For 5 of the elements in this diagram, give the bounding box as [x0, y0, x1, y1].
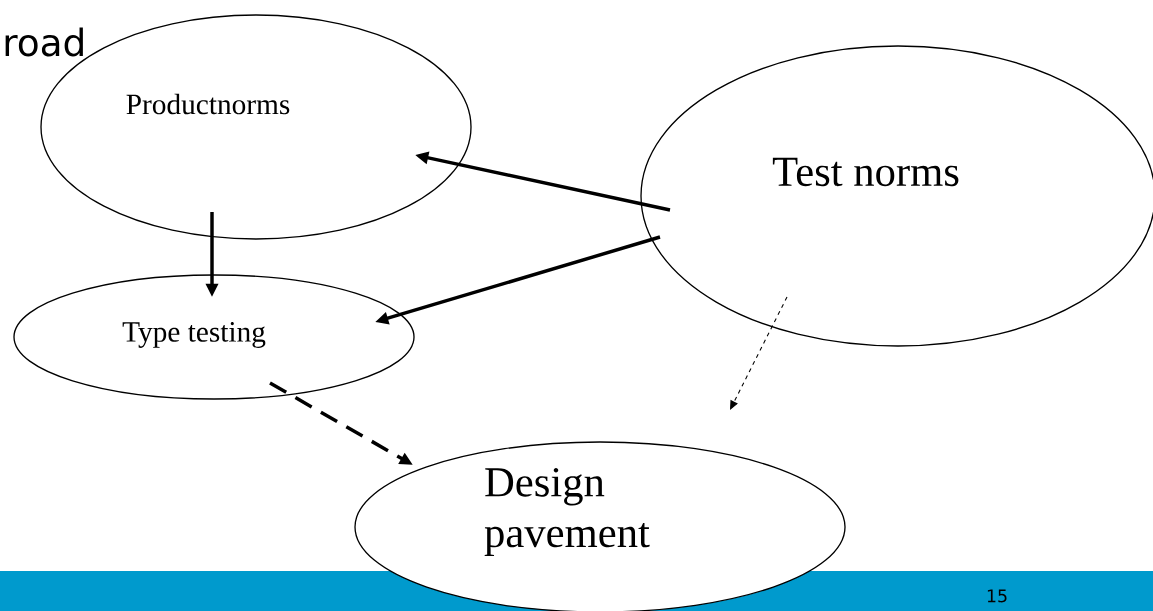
ellipse-node: Type testing: [13, 274, 415, 400]
slide-text: 15: [987, 589, 1007, 603]
ellipse-node: Design pavement: [354, 441, 846, 611]
arrow: [730, 296, 788, 410]
node-label: Design pavement: [484, 468, 650, 556]
